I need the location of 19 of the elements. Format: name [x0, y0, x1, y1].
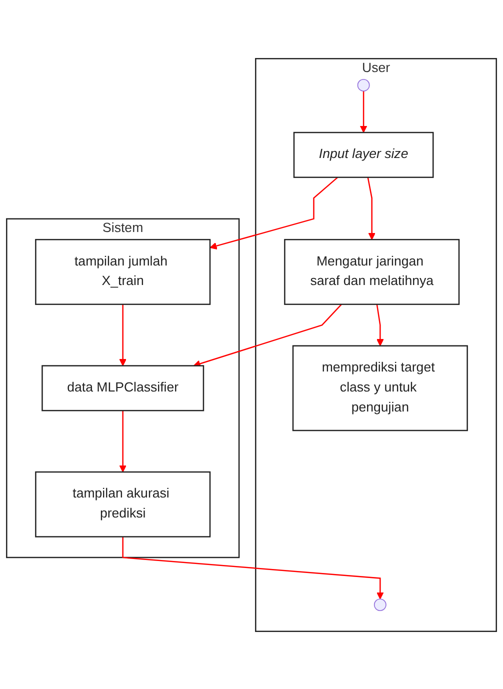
node-box: [284, 238, 460, 304]
arrow: [367, 176, 376, 240]
arrow: [210, 176, 338, 249]
arrow: [119, 410, 126, 472]
node-box: [292, 344, 468, 431]
cluster: [6, 218, 240, 558]
node-box: [35, 470, 211, 537]
arrow: [122, 536, 384, 599]
arrow: [360, 90, 368, 132]
node-box: [42, 364, 204, 411]
arrow: [193, 303, 342, 367]
arrow: [376, 304, 384, 346]
node-circle: [357, 78, 370, 91]
node-box: [293, 131, 434, 178]
arrow: [119, 304, 126, 366]
activity-diagram: Sistem User Input layer size Mengatur jaringan saraf dan melatihnya memprediksi target class y untuk pengujian tampilan jumlah X_train data MLPClassifier tampilan akurasi prediksi: [0, 52, 503, 638]
node-box: [35, 238, 211, 304]
node-circle: [374, 598, 386, 611]
cluster: [255, 58, 497, 632]
